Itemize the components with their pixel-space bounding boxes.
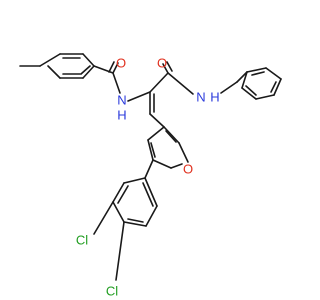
bond-34: [178, 142, 189, 163]
bond-24: [255, 94, 275, 100]
bond-18: [167, 72, 194, 95]
bond-5: [47, 65, 61, 79]
bond-48: [117, 185, 129, 204]
bond-46: [145, 205, 158, 227]
atom-label-h1: H: [117, 107, 126, 122]
bond-52: [115, 221, 125, 281]
bond-35: [147, 126, 165, 141]
bond-50: [142, 182, 154, 207]
atom-label-n1: N: [117, 92, 126, 107]
bond-41: [144, 159, 154, 179]
bond-38: [170, 163, 183, 169]
bond-23: [273, 78, 282, 96]
bond-42: [123, 177, 146, 184]
bond-49: [127, 218, 144, 223]
atom-label-o3: O: [183, 161, 193, 176]
atom-label-o2: O: [157, 55, 167, 70]
bond-13: [112, 72, 121, 94]
bond-11: [112, 62, 119, 74]
bond-20: [236, 71, 248, 83]
bond-37: [152, 159, 172, 169]
bond-16: [162, 63, 169, 74]
bond-45: [123, 221, 147, 227]
bond-14: [127, 91, 151, 102]
bond-layer: [19, 53, 282, 281]
bond-8: [80, 65, 91, 75]
bond-36: [147, 139, 154, 161]
bond-25: [241, 87, 257, 100]
bond-27: [251, 71, 265, 76]
molecule-structure-diagram: O N H O N H O Cl Cl: [19, 53, 282, 299]
bond-32: [149, 113, 165, 128]
atom-label-cl1: Cl: [76, 232, 88, 247]
bond-33: [163, 126, 180, 144]
bond-19: [220, 81, 238, 94]
atom-label-n2: N: [196, 89, 205, 104]
bond-21: [246, 67, 267, 73]
bond-2: [82, 53, 95, 67]
atom-label-h2: H: [210, 89, 219, 104]
bond-43: [112, 182, 125, 203]
bond-51: [93, 201, 114, 235]
bond-3: [82, 65, 95, 79]
atom-label-layer: O N H O N H O Cl Cl: [76, 55, 220, 298]
bond-22: [265, 67, 282, 80]
bond-26: [241, 71, 248, 89]
atom-label-cl2: Cl: [106, 283, 118, 298]
bond-12: [108, 61, 115, 73]
bond-28: [270, 81, 277, 93]
bond-17: [166, 61, 173, 72]
bond-15: [149, 72, 169, 93]
bond-40: [165, 130, 177, 143]
bond-44: [112, 201, 125, 223]
bond-29: [245, 85, 257, 96]
bond-39: [150, 142, 156, 158]
bond-0: [39, 53, 61, 67]
atom-label-o1: O: [116, 55, 126, 70]
bond-47: [144, 177, 158, 207]
